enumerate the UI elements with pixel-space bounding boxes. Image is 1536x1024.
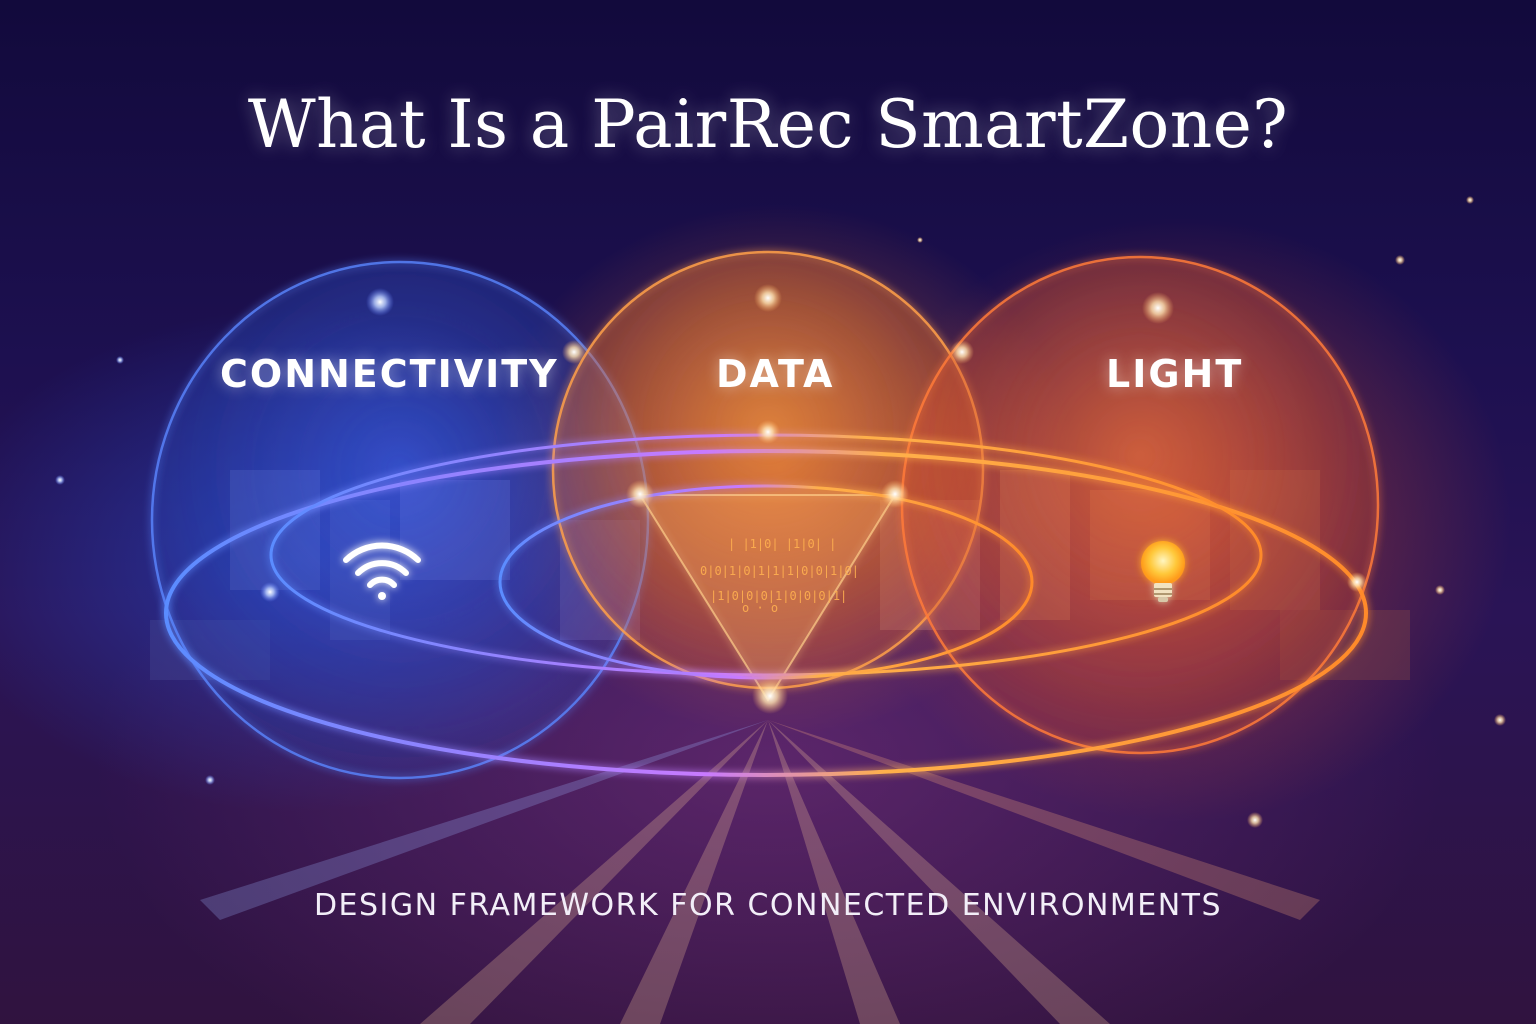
svg-text:|1|0|0|0|1|0|0|0|1|: |1|0|0|0|1|0|0|0|1| <box>710 589 847 603</box>
light-dome <box>900 255 1380 755</box>
outer-ring <box>164 449 1368 777</box>
data-funnel <box>638 494 897 702</box>
svg-text:| |1|0| |1|0| |: | |1|0| |1|0| | <box>728 537 836 551</box>
wifi-icon <box>343 542 421 600</box>
svg-text:o · o: o · o <box>742 601 778 615</box>
inner-ring <box>498 484 1034 680</box>
sparkles <box>55 196 1506 828</box>
lightbulb-icon <box>1141 541 1185 602</box>
zone-label-connectivity: CONNECTIVITY <box>220 352 559 396</box>
svg-text:0|0|1|0|1|1|1|0|0|1|0|: 0|0|1|0|1|1|1|0|0|1|0| <box>700 564 859 578</box>
binary-data-icon: | |1|0| |1|0| | 0|0|1|0|1|1|1|0|0|1|0| |… <box>700 537 859 615</box>
subtitle: DESIGN FRAMEWORK FOR CONNECTED ENVIRONME… <box>313 888 1223 923</box>
zone-label-data: DATA <box>716 352 835 396</box>
page-title: What Is a PairRec SmartZone? <box>247 86 1289 163</box>
zone-label-light: LIGHT <box>1106 352 1244 396</box>
